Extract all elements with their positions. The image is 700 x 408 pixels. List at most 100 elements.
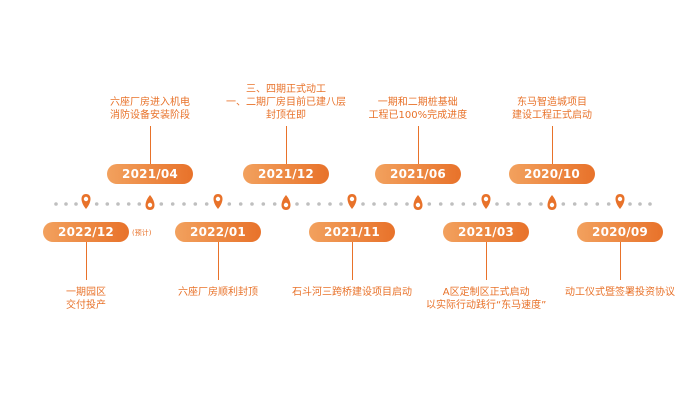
milestone-caption: 东马智造城项目建设工程正式启动	[512, 96, 592, 122]
axis-dot	[361, 202, 365, 206]
axis-dot	[227, 202, 232, 206]
axis-dot	[116, 202, 120, 206]
milestone-caption: 动工仪式暨签署投资协议	[565, 286, 675, 299]
axis-dot	[648, 202, 652, 206]
milestone-date-badge: 2021/12	[243, 164, 329, 184]
flame-drop-icon	[145, 195, 155, 210]
axis-dot	[372, 202, 376, 206]
axis-dot	[383, 202, 387, 206]
axis-dot	[261, 202, 266, 206]
milestone-caption-line: 石斗河三跨桥建设项目启动	[292, 287, 412, 298]
axis-dot	[328, 202, 332, 206]
axis-dot	[74, 202, 78, 206]
axis-dot	[584, 202, 588, 206]
axis-dot	[250, 202, 254, 206]
axis-dot	[54, 202, 58, 206]
milestone-caption-line: 以实际行动践行“东马速度”	[426, 300, 547, 311]
axis-dot	[450, 202, 454, 206]
location-pin-icon	[481, 194, 491, 209]
axis-dot	[272, 202, 277, 206]
milestone-caption-line: 一期园区	[66, 287, 106, 298]
milestone-caption-line: 交付投产	[66, 300, 106, 311]
axis-dot	[606, 202, 611, 206]
axis-dot	[517, 202, 521, 206]
milestone-date-badge: 2022/12	[43, 222, 129, 242]
axis-dot	[495, 202, 499, 206]
milestone-connector	[552, 126, 553, 164]
axis-dot	[438, 202, 443, 206]
axis-dot	[170, 202, 175, 206]
axis-dot	[105, 202, 110, 206]
milestone-caption-line: 封顶在即	[266, 110, 306, 121]
milestone-caption-line: 消防设备安装阶段	[110, 110, 190, 121]
axis-dot	[539, 202, 543, 206]
milestone-date-badge: 2021/04	[107, 164, 193, 184]
location-pin-icon	[347, 194, 357, 209]
axis-dot	[238, 202, 243, 206]
milestone-date-badge: 2022/01	[175, 222, 261, 242]
milestone-caption-line: 动工仪式暨签署投资协议	[565, 287, 675, 298]
axis-dot	[126, 202, 131, 206]
location-pin-icon	[81, 194, 91, 209]
milestone-date-badge: 2021/06	[375, 164, 461, 184]
milestone-caption: 石斗河三跨桥建设项目启动	[292, 286, 412, 299]
flame-drop-icon	[413, 195, 423, 210]
axis-dot	[506, 202, 510, 206]
axis-dot	[306, 202, 310, 206]
milestone-caption-line: 三、四期正式动工	[246, 84, 326, 95]
milestone-connector	[418, 126, 419, 164]
milestone-connector	[486, 242, 487, 280]
axis-dot	[528, 202, 532, 206]
flame-drop-icon	[281, 195, 291, 210]
milestone-caption-line: 一、二期厂房目前已建八层	[226, 97, 346, 108]
axis-dot	[561, 202, 566, 206]
milestone-caption: 三、四期正式动工一、二期厂房目前已建八层封顶在即	[226, 83, 346, 122]
milestone-caption: 一期园区交付投产	[66, 286, 106, 312]
location-pin-icon	[213, 194, 223, 209]
axis-dot	[317, 202, 321, 206]
milestone-caption: 一期和二期桩基础工程已100%完成进度	[369, 96, 468, 122]
milestone-date-badge: 2021/11	[309, 222, 395, 242]
milestone-caption: 六座厂房顺利封顶	[178, 286, 258, 299]
milestone-caption-line: 六座厂房进入机电	[110, 97, 190, 108]
axis-dot	[64, 202, 68, 206]
milestone-date-badge: 2020/10	[509, 164, 595, 184]
milestone-connector	[620, 242, 621, 280]
axis-dot	[572, 202, 577, 206]
milestone-caption-line: 工程已100%完成进度	[368, 110, 468, 121]
milestone-connector	[352, 242, 353, 280]
milestone-date-badge: 2020/09	[577, 222, 663, 242]
milestone-connector	[286, 126, 287, 164]
axis-dot	[193, 202, 198, 206]
axis-dot	[137, 202, 142, 206]
axis-dot	[339, 202, 343, 206]
axis-dot	[628, 202, 632, 206]
axis-dot	[405, 202, 409, 206]
axis-dot	[94, 202, 99, 206]
milestone-caption: 六座厂房进入机电消防设备安装阶段	[110, 96, 190, 122]
axis-dot	[204, 202, 209, 206]
milestone-caption-line: 建设工程正式启动	[512, 110, 592, 121]
axis-dot	[394, 202, 398, 206]
milestone-date-badge: 2021/03	[443, 222, 529, 242]
flame-drop-icon	[547, 195, 557, 210]
axis-dot	[159, 202, 164, 206]
axis-dot	[182, 202, 186, 206]
milestone-caption: A区定制区正式启动以实际行动践行“东马速度”	[426, 286, 546, 312]
axis-dot	[638, 202, 642, 206]
milestone-caption-line: 东马智造城项目	[517, 97, 587, 108]
milestone-caption-line: 六座厂房顺利封顶	[178, 287, 258, 298]
milestone-connector	[86, 242, 87, 280]
axis-dot	[295, 202, 299, 206]
milestone-caption-line: A区定制区正式启动	[442, 287, 530, 298]
location-pin-icon	[615, 194, 625, 209]
milestone-connector	[150, 126, 151, 164]
axis-dot	[461, 202, 466, 206]
axis-dot	[595, 202, 600, 206]
milestone-caption-line: 一期和二期桩基础	[377, 97, 458, 108]
axis-dot	[427, 202, 432, 206]
axis-dot	[472, 202, 477, 206]
milestone-note: (预计)	[132, 229, 152, 237]
